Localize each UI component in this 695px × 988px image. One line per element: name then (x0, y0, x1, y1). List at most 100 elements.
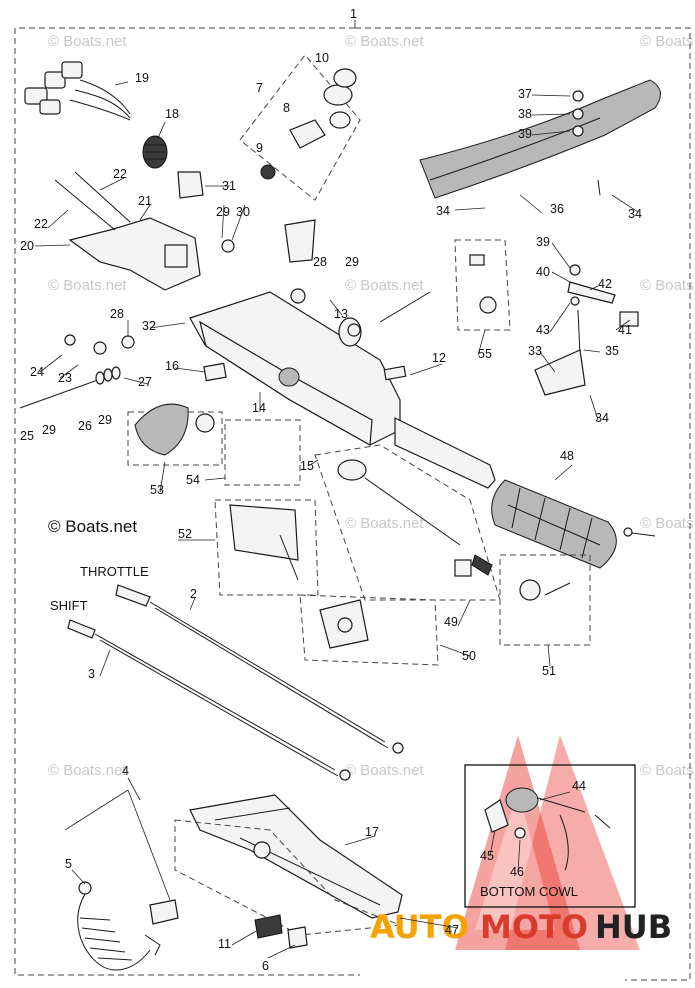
clip (177, 171, 204, 199)
callout-24: 24 (30, 365, 44, 379)
callout-47: 47 (445, 923, 459, 937)
assembly-frame (14, 27, 691, 981)
watermark-layer: © Boats.net © Boats.net © Boats.net © Bo… (48, 33, 695, 779)
callout-4: 4 (122, 764, 129, 778)
throttle-grip (491, 479, 656, 569)
callout-49: 49 (444, 615, 458, 629)
wire-harness (24, 61, 131, 121)
callout-16: 16 (165, 359, 179, 373)
lanyard-plug (149, 899, 179, 925)
leader-lines (34, 81, 639, 959)
throttle-cable (115, 584, 404, 754)
callout-52: 52 (178, 527, 192, 541)
key-switch (287, 926, 308, 949)
callout-15: 15 (300, 459, 314, 473)
callout-27: 27 (138, 375, 152, 389)
stop-switch-box (454, 239, 511, 331)
callout-6: 6 (262, 959, 269, 973)
watermark: © Boats.net (345, 515, 424, 532)
callout-42: 42 (598, 277, 612, 291)
bottom-cowl-inset: BOTTOM COWL (464, 764, 636, 908)
kill-switch-assembly (127, 403, 223, 466)
callout-39b: 39 (536, 235, 550, 249)
callout-21: 21 (138, 194, 152, 208)
callout-29: 29 (216, 205, 230, 219)
label-throttle: THROTTLE (80, 564, 149, 579)
shift-link-assembly (299, 594, 439, 666)
callout-28: 28 (110, 307, 124, 321)
callout-25: 25 (20, 429, 34, 443)
callout-37: 37 (518, 87, 532, 101)
switch-connector (254, 914, 283, 939)
callout-17: 17 (365, 825, 379, 839)
brand-logo: AUTO MOTO HUB (370, 735, 672, 950)
callout-29c: 29 (42, 423, 56, 437)
label-shift: SHIFT (50, 598, 88, 613)
callout-20: 20 (20, 239, 34, 253)
tiller-handle-body (189, 291, 496, 489)
callout-41: 41 (618, 323, 632, 337)
callout-29d: 29 (98, 413, 112, 427)
callout-7: 7 (256, 81, 263, 95)
watermark: © Boats.net (48, 762, 127, 779)
callout-11: 11 (218, 937, 231, 951)
callout-39: 39 (518, 127, 532, 141)
mount-bracket (54, 171, 201, 291)
callout-34: 34 (436, 204, 450, 218)
callout-23: 23 (58, 371, 72, 385)
callout-55: 55 (478, 347, 492, 361)
callout-8: 8 (283, 101, 290, 115)
watermark: © Boats.net (345, 277, 424, 294)
callout-40: 40 (536, 265, 550, 279)
tiller-arm (419, 79, 661, 396)
callout-51: 51 (542, 664, 556, 678)
brand-hub: HUB (595, 908, 672, 946)
grommet (142, 135, 168, 169)
callout-45: 45 (480, 849, 494, 863)
callout-35: 35 (605, 344, 619, 358)
callout-22b: 22 (34, 217, 48, 231)
callout-26: 26 (78, 419, 92, 433)
callout-34b: 34 (628, 207, 642, 221)
callout-18: 18 (165, 107, 179, 121)
callout-14: 14 (252, 401, 266, 415)
callout-9: 9 (256, 141, 263, 155)
throttle-cable-link (314, 444, 501, 601)
callout-29b: 29 (345, 255, 359, 269)
callout-28b: 28 (313, 255, 327, 269)
callout-48: 48 (560, 449, 574, 463)
callout-33: 33 (528, 344, 542, 358)
callout-5: 5 (65, 857, 72, 871)
watermark: © Boats.net (640, 33, 695, 50)
callout-22: 22 (113, 167, 127, 181)
callout-53: 53 (150, 483, 164, 497)
shift-cable (67, 619, 351, 781)
cable-retainer (499, 554, 591, 646)
fasteners (19, 239, 431, 409)
watermark: © Boats.net (640, 762, 695, 779)
callout-12: 12 (432, 351, 446, 365)
copyright-text: © Boats.net (48, 517, 137, 536)
watermark: © Boats.net (640, 515, 695, 532)
lanyard (77, 881, 161, 971)
label-bottom-cowl: BOTTOM COWL (480, 884, 578, 899)
callout-2: 2 (190, 587, 197, 601)
callout-46: 46 (510, 865, 524, 879)
callout-54: 54 (186, 473, 200, 487)
callout-36: 36 (550, 202, 564, 216)
watermark: © Boats.net (640, 277, 695, 294)
brand-moto: MOTO (480, 908, 588, 946)
callout-38: 38 (518, 107, 532, 121)
callout-1: 1 (350, 7, 357, 21)
bottom-bracket (174, 794, 403, 936)
callout-44: 44 (572, 779, 586, 793)
callout-30: 30 (236, 205, 250, 219)
friction-mechanism (214, 499, 319, 596)
callout-32: 32 (142, 319, 156, 333)
bracket-box (224, 419, 301, 486)
callout-34c: 34 (595, 411, 609, 425)
switch-group (239, 54, 361, 263)
callout-10: 10 (315, 51, 329, 65)
watermark: © Boats.net (345, 33, 424, 50)
